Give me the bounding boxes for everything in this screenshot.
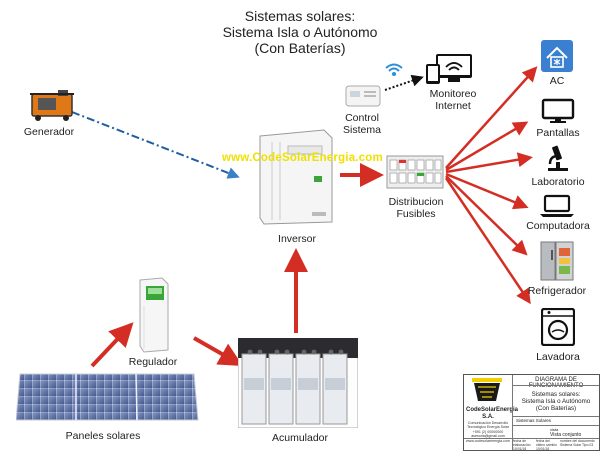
solar-panels-icon: [16, 373, 199, 421]
diagram-title: Sistemas solares: Sistema Isla o Autónom…: [190, 8, 410, 56]
load-label-ac: AC: [549, 75, 565, 87]
inverter-icon: [259, 129, 333, 225]
title-line-2: Sistema Isla o Autónomo: [222, 24, 378, 40]
title-line-3: (Con Baterías): [254, 40, 346, 56]
arrow-computadora: [445, 172, 529, 210]
vista-label: vista: [550, 427, 559, 432]
regulator-icon: [139, 277, 169, 353]
arrow-pantallas: [445, 121, 529, 172]
title-block-diagram-title: Sistemas solares: Sistema Isla o Autónom…: [521, 391, 591, 412]
distribucion-label: Distribucion Fusibles: [388, 196, 444, 220]
arrow-ac: [445, 66, 538, 169]
load-label-computadora: Computadora: [526, 220, 590, 232]
control-device-icon: [345, 85, 381, 107]
arrow-laboratorio: [445, 152, 533, 174]
control-label: Control Sistema: [343, 112, 381, 136]
regulator-to-battery-arrow: [193, 336, 243, 366]
watermark-text: www.CodeSolarEnergia.com: [222, 152, 383, 164]
panel-to-regulator-arrow: [90, 322, 134, 368]
footer-cell-3: nombre del documento Sistema Solar Tipo …: [560, 439, 595, 447]
system-name: Sistemas Solares: [516, 418, 552, 423]
load-label-refrigerador: Refrigerador: [527, 285, 587, 297]
load-label-lavadora: Lavadora: [536, 351, 580, 363]
refrigerator-icon: [540, 241, 574, 281]
company-name: CodeSolarEnergia S.A.: [466, 407, 519, 420]
vista-value: Vista conjunto: [550, 432, 582, 438]
inversor-label: Inversor: [278, 233, 316, 245]
wifi-icon: [385, 63, 403, 76]
fuse-panel-icon: [386, 155, 444, 189]
footer-cell-2: fecha del último cambio 10/01/18: [536, 439, 557, 451]
monitor-connector: [384, 74, 424, 91]
title-block: CodeSolarEnergia S.A. Comunicación Desar…: [463, 374, 600, 451]
company-logo-icon: [472, 378, 502, 401]
diagram-type: DIAGRAMA DE FUNCIONAMIENTO: [528, 377, 584, 389]
regulador-label: Regulador: [128, 356, 178, 368]
arrow-lavadora: [444, 177, 531, 305]
monitor-icon: [541, 98, 575, 123]
washing-machine-icon: [541, 308, 575, 346]
laptop-icon: [540, 194, 574, 217]
generador-label: Generador: [23, 126, 75, 138]
monitoreo-label: Monitoreo Internet: [429, 88, 477, 112]
company-info: Comunicación Desarrollo Tecnológico Ener…: [466, 421, 510, 443]
arrow-refrigerador: [445, 175, 528, 256]
paneles-label: Paneles solares: [65, 430, 141, 442]
ac-icon: [541, 40, 573, 72]
generator-icon: [30, 90, 74, 121]
load-label-pantallas: Pantallas: [536, 127, 580, 139]
load-label-laboratorio: Laboratorio: [531, 176, 585, 188]
acumulador-label: Acumulador: [271, 432, 329, 444]
monitor-devices-icon: [426, 54, 472, 84]
footer-cell-1: fecha de elaboración 10/01/18: [513, 439, 531, 451]
battery-bank-icon: [238, 338, 358, 428]
title-block-divider: [512, 375, 513, 450]
microscope-icon: [548, 145, 568, 171]
title-line-1: Sistemas solares:: [244, 8, 356, 24]
generator-connector: [71, 111, 240, 179]
